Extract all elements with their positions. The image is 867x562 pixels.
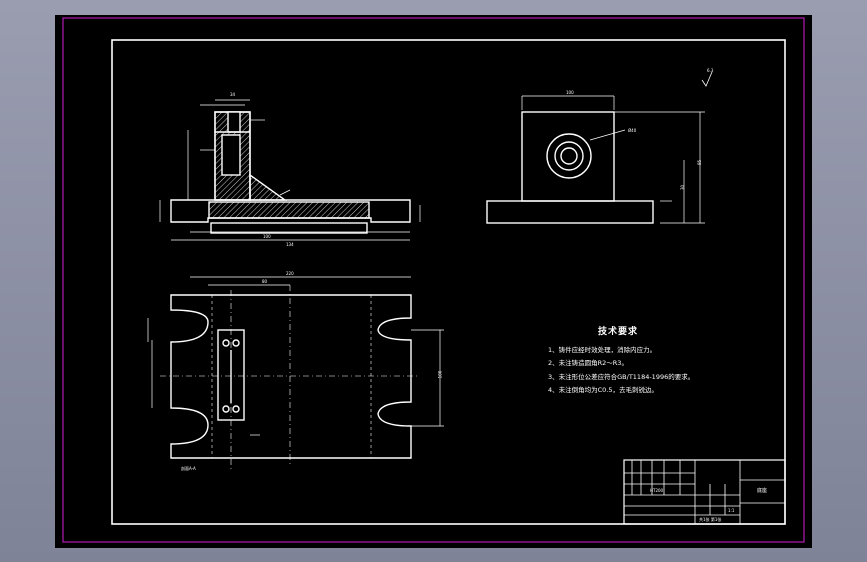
tech-req-item: 2、未注铸造圆角R2～R3。 xyxy=(548,359,628,367)
tech-req-item: 3、未注形位公差应符合GB/T1184-1996的要求。 xyxy=(548,372,695,381)
tech-req-item: 1、铸件应经时效处理，消除内应力。 xyxy=(548,345,657,354)
title-part-name: 底座 xyxy=(757,488,768,494)
dim-side-100: 100 xyxy=(566,90,574,95)
title-block xyxy=(623,459,786,525)
title-sheet: 共1张 第1张 xyxy=(699,517,722,522)
outer-border xyxy=(62,17,805,543)
title-scale: 1:1 xyxy=(728,508,735,513)
tech-req-title: 技术要求 xyxy=(597,327,638,337)
dim-100: 100 xyxy=(263,234,271,239)
technical-requirements: 技术要求 1、铸件应经时效处理，消除内应力。 2、未注铸造圆角R2～R3。 3、… xyxy=(548,326,708,398)
side-view xyxy=(486,95,705,224)
tech-req-item: 4、未注倒角均为C0.5，去毛刺锐边。 xyxy=(548,386,659,394)
dim-bottom-100: 100 xyxy=(437,370,443,379)
dim-side-dia: Ø40 xyxy=(628,128,637,133)
dim-side-30: 30 xyxy=(680,184,686,191)
inner-border xyxy=(111,39,786,525)
top-view xyxy=(147,276,444,470)
dim-80: 80 xyxy=(262,279,268,284)
front-section-view xyxy=(159,99,421,241)
roughness-mark xyxy=(701,71,713,87)
title-material: HT200 xyxy=(650,488,664,493)
drawing-sheet xyxy=(55,15,812,548)
view-label: 剖面A-A xyxy=(181,466,196,471)
dim-134: 134 xyxy=(286,242,294,247)
dim-34: 34 xyxy=(230,92,236,97)
roughness-value: 6.3 xyxy=(707,68,714,73)
dim-220: 220 xyxy=(286,271,294,276)
dim-side-95: 95 xyxy=(697,159,703,166)
